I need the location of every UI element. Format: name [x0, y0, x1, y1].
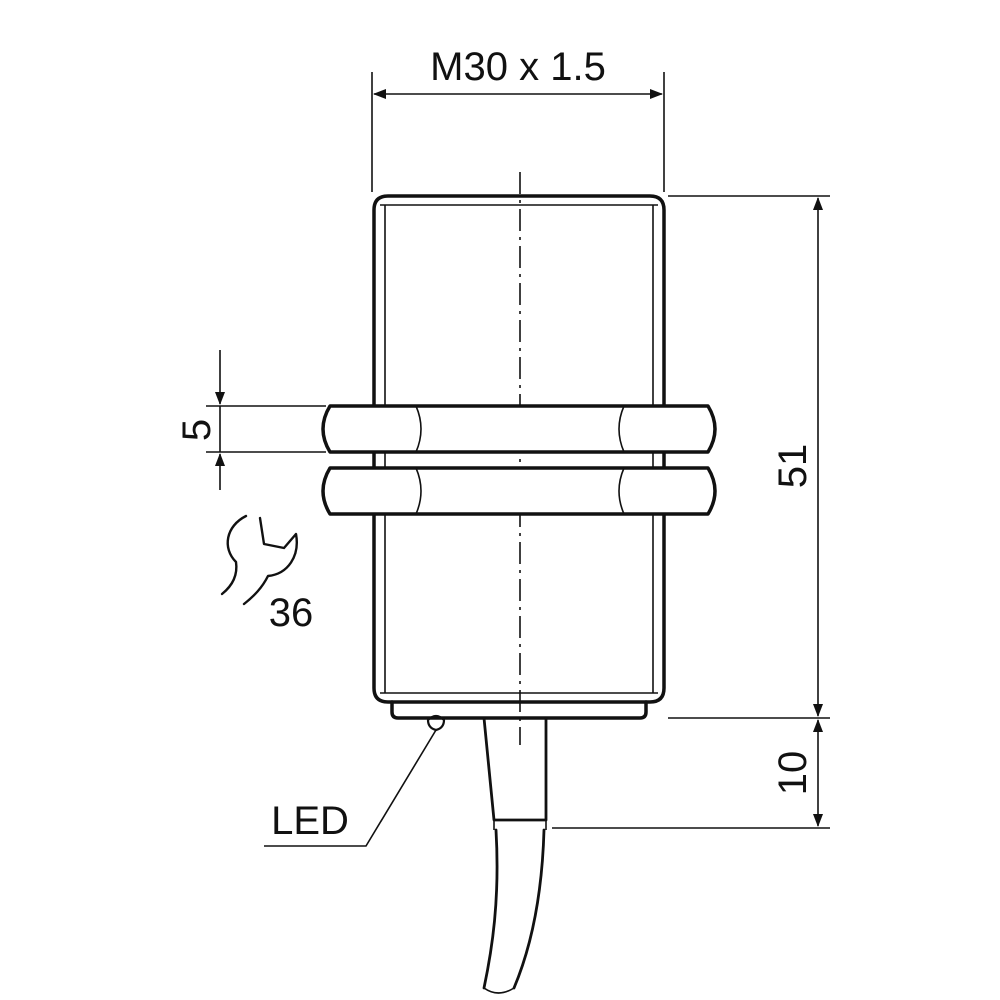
nut-height-label: 5 [175, 419, 219, 441]
thread-dimension: M30 x 1.5 [371, 45, 665, 192]
wrench-size-label: 36 [269, 591, 314, 635]
led-label: LED [271, 799, 349, 843]
led-callout: LED [264, 729, 437, 847]
cable-length-dimension: 10 [552, 719, 830, 829]
upper-nut [321, 404, 717, 454]
housing-end-cap [390, 700, 648, 720]
cable-length-label: 10 [771, 751, 815, 796]
lower-nut [321, 466, 717, 516]
nut-height-dimension: 5 [175, 350, 326, 490]
led-indicator [426, 714, 446, 732]
wrench-icon: 36 [220, 514, 314, 635]
cable [482, 716, 548, 994]
body-length-label: 51 [771, 444, 815, 489]
thread-label: M30 x 1.5 [430, 45, 606, 89]
body-length-dimension: 51 [668, 195, 830, 719]
